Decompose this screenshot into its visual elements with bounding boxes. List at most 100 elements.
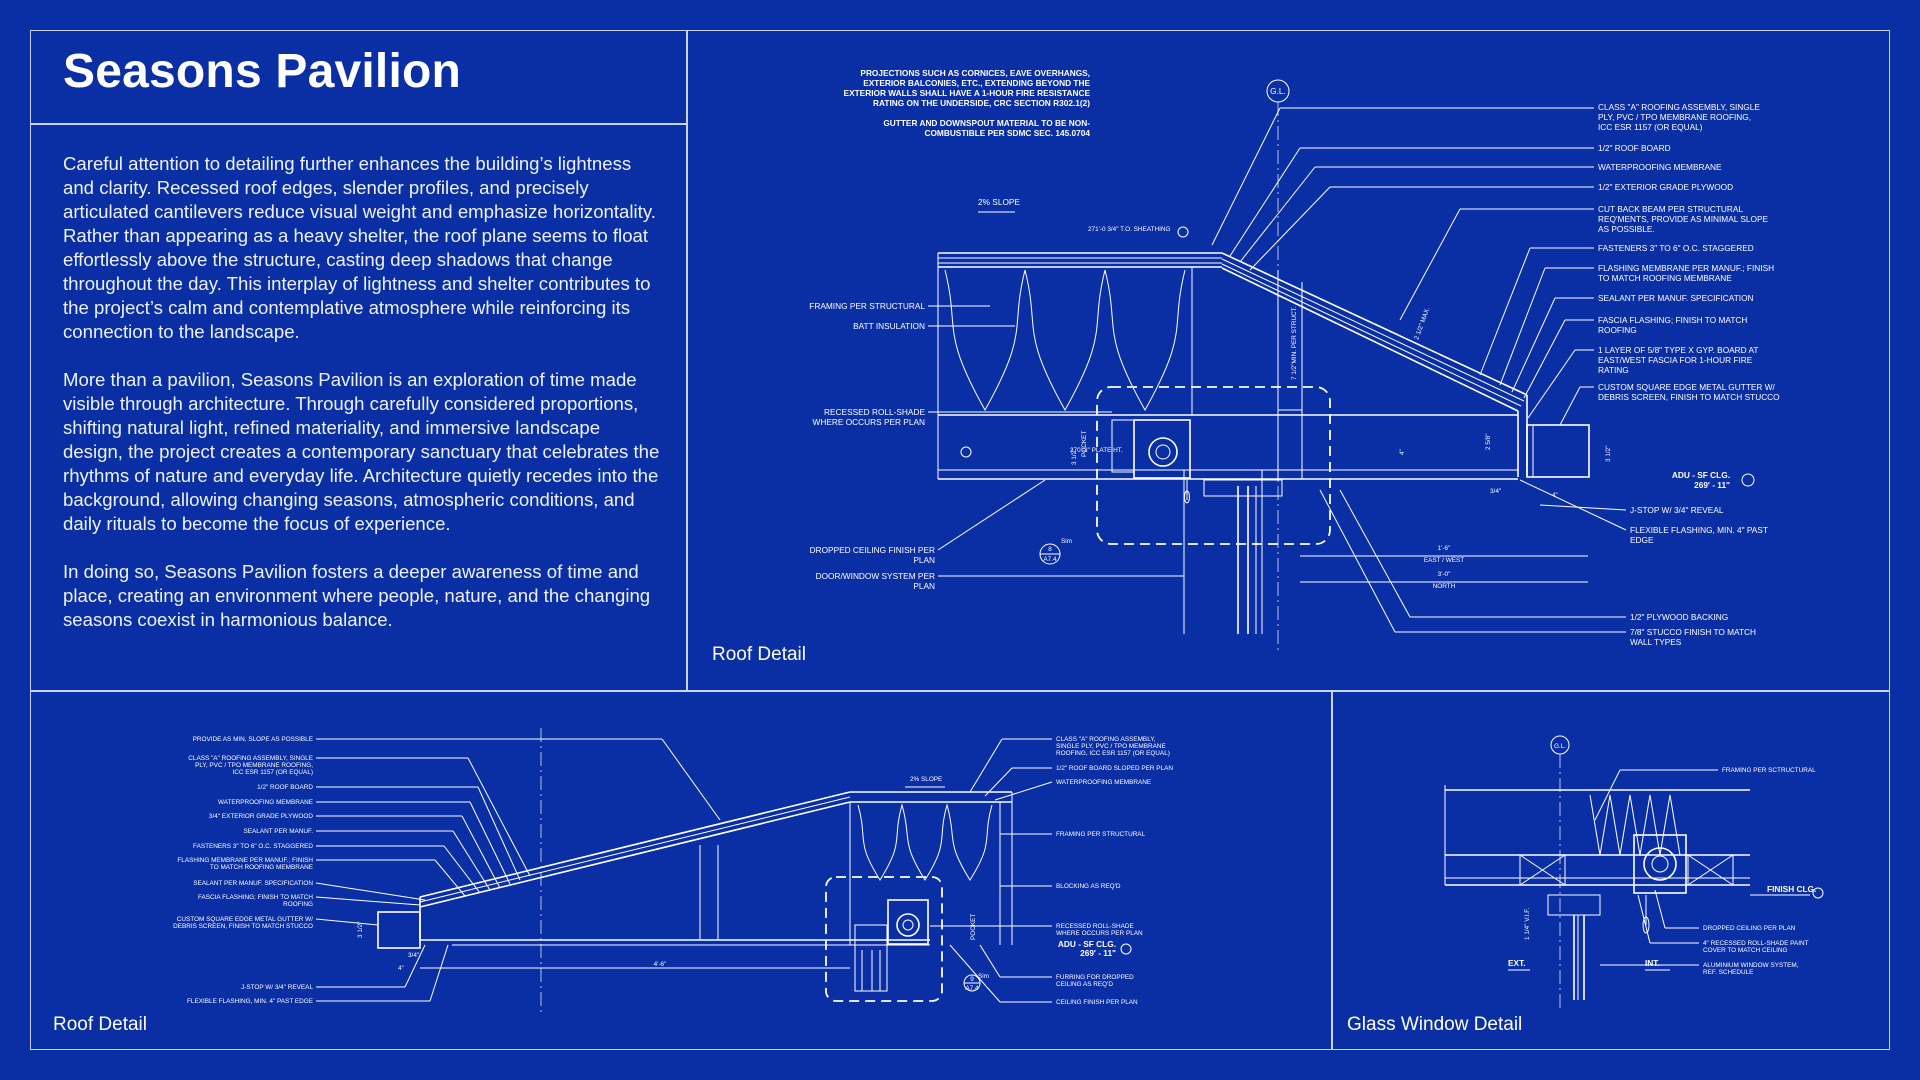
svg-text:DEBRIS SCREEN, FINISH TO MATCH: DEBRIS SCREEN, FINISH TO MATCH STUCCO <box>173 923 313 930</box>
svg-text:RECESSED ROLL-SHADE: RECESSED ROLL-SHADE <box>824 407 925 417</box>
svg-text:FRAMING PER SCTRUCTURAL: FRAMING PER SCTRUCTURAL <box>1722 767 1816 774</box>
window-frame <box>1183 470 1283 634</box>
svg-text:CUT BACK BEAM PER STRUCTURAL: CUT BACK BEAM PER STRUCTURAL <box>1598 204 1743 214</box>
code-note-line: EXTERIOR BALCONIES, ETC., EXTENDING BEYO… <box>863 78 1090 88</box>
panel-label-glass-window-detail: Glass Window Detail <box>1347 1014 1523 1035</box>
roof-assembly <box>419 791 1013 946</box>
int-label: INT. <box>1645 958 1660 968</box>
svg-text:J-STOP W/ 3/4" REVEAL: J-STOP W/ 3/4" REVEAL <box>1630 505 1724 515</box>
elevation-marker <box>1812 887 1824 899</box>
pocket-dimension: 3 1/2" <box>1071 449 1078 465</box>
svg-text:CLASS "A" ROOFING ASSEMBLY, SI: CLASS "A" ROOFING ASSEMBLY, SINGLE <box>1598 102 1760 112</box>
window-frame <box>1547 894 1601 1000</box>
svg-text:TO MATCH ROOFING MEMBRANE: TO MATCH ROOFING MEMBRANE <box>210 864 313 871</box>
svg-text:ROOFING: ROOFING <box>283 901 313 908</box>
svg-text:CLASS "A" ROOFING ASSEMBLY, SI: CLASS "A" ROOFING ASSEMBLY, SINGLE <box>188 755 313 762</box>
svg-text:FLEXIBLE FLASHING, MIN. 4" PAS: FLEXIBLE FLASHING, MIN. 4" PAST <box>1630 525 1768 535</box>
roll-shade-box <box>1633 834 1687 894</box>
svg-text:SEALANT PER MANUF. SPECIFICATI: SEALANT PER MANUF. SPECIFICATION <box>193 880 313 887</box>
grid-line-tag: G.L. <box>1554 743 1566 750</box>
svg-text:J-STOP W/ 3/4" REVEAL: J-STOP W/ 3/4" REVEAL <box>241 984 313 991</box>
sheathing-elevation: 271'-0 3/4" T.O. SHEATHING <box>1088 226 1170 233</box>
roll-shade-box <box>887 899 929 945</box>
window-callouts: FRAMING PER SCTRUCTURAL DROPPED CEILING … <box>1594 767 1816 976</box>
svg-text:DROPPED CEILING PER PLAN: DROPPED CEILING PER PLAN <box>1703 925 1796 932</box>
svg-text:WALL TYPES: WALL TYPES <box>1630 637 1682 647</box>
glass-window-detail-panel: G.L. <box>1332 691 1889 1049</box>
svg-text:ICC ESR 1157 (OR EQUAL): ICC ESR 1157 (OR EQUAL) <box>233 769 314 776</box>
dim-n-value: 3'-0" <box>1438 571 1451 578</box>
svg-text:FURRING FOR DROPPED: FURRING FOR DROPPED <box>1056 974 1134 981</box>
svg-text:PROVIDE AS MIN. SLOPE AS POSSI: PROVIDE AS MIN. SLOPE AS POSSIBLE <box>193 736 313 743</box>
svg-text:CEILING FINISH PER PLAN: CEILING FINISH PER PLAN <box>1056 999 1138 1006</box>
panel-label-roof-detail: Roof Detail <box>53 1014 147 1035</box>
svg-text:1/2" ROOF BOARD: 1/2" ROOF BOARD <box>1598 143 1671 153</box>
page-title: Seasons Pavilion <box>63 45 462 98</box>
svg-text:1 LAYER OF 5/8" TYPE X GYP. BO: 1 LAYER OF 5/8" TYPE X GYP. BOARD AT <box>1598 345 1759 355</box>
svg-text:CUSTOM SQUARE EDGE METAL GUTTE: CUSTOM SQUARE EDGE METAL GUTTER W/ <box>177 916 313 923</box>
right-callouts: CLASS "A" ROOFING ASSEMBLY, SINGLE PLY, … <box>930 736 1173 1006</box>
svg-text:WATERPROOFING MEMBRANE: WATERPROOFING MEMBRANE <box>1598 162 1722 172</box>
dim-3-4: 3/4" <box>1490 488 1501 495</box>
adu-ceiling-elevation: 269' - 11" <box>1080 948 1116 958</box>
section-tag-number: 8 <box>1048 546 1052 553</box>
roof-detail-top-panel: PROJECTIONS SUCH AS CORNICES, EAVE OVERH… <box>687 31 1889 690</box>
dim-4: 4" <box>398 965 404 972</box>
right-callouts: CLASS "A" ROOFING ASSEMBLY, SINGLE PLY, … <box>1211 102 1780 647</box>
svg-text:FRAMING PER STRUCTURAL: FRAMING PER STRUCTURAL <box>809 301 925 311</box>
svg-text:ROOFING: ROOFING <box>1598 325 1637 335</box>
svg-text:7/8" STUCCO FINISH TO MATCH: 7/8" STUCCO FINISH TO MATCH <box>1630 627 1756 637</box>
slope-label: 2% SLOPE <box>910 776 942 783</box>
glass-window-detail-drawing: G.L. <box>1444 735 1824 1012</box>
max-dimension: 2 1/2" MAX. <box>1413 306 1431 340</box>
svg-text:CUSTOM SQUARE EDGE METAL GUTTE: CUSTOM SQUARE EDGE METAL GUTTER W/ <box>1598 382 1776 392</box>
dim-2-5-8: 2 5/8" <box>1485 434 1492 450</box>
roll-shade-zone <box>1096 386 1331 545</box>
svg-text:3/4" EXTERIOR GRADE PLYWOOD: 3/4" EXTERIOR GRADE PLYWOOD <box>209 813 313 820</box>
svg-text:1/2" ROOF BOARD: 1/2" ROOF BOARD <box>257 784 313 791</box>
svg-text:ALUMINIUM WINDOW SYSTEM,: ALUMINIUM WINDOW SYSTEM, <box>1703 962 1799 969</box>
roll-shade-box <box>1133 419 1191 479</box>
elevation-marker <box>1177 226 1189 238</box>
section-tag-sheet: A7.4 <box>965 985 979 992</box>
svg-text:FASTENERS 3" TO 6" O.C. STAGGE: FASTENERS 3" TO 6" O.C. STAGGERED <box>1598 243 1754 253</box>
dim-n-label: NORTH <box>1433 583 1456 590</box>
svg-text:FASCIA FLASHING; FINISH TO MAT: FASCIA FLASHING; FINISH TO MATCH <box>1598 315 1747 325</box>
svg-text:SINGLE PLY, PVC / TPO MEMBRANE: SINGLE PLY, PVC / TPO MEMBRANE <box>1056 743 1166 750</box>
top-panel-divider <box>686 30 688 690</box>
svg-text:TO MATCH ROOFING MEMBRANE: TO MATCH ROOFING MEMBRANE <box>1598 273 1732 283</box>
code-note-line: PROJECTIONS SUCH AS CORNICES, EAVE OVERH… <box>860 68 1090 78</box>
svg-text:COVER TO MATCH CEILING: COVER TO MATCH CEILING <box>1703 947 1788 954</box>
window-frame <box>854 924 888 992</box>
dim-ew-label: EAST / WEST <box>1424 557 1464 564</box>
svg-text:REF. SCHEDULE: REF. SCHEDULE <box>1703 969 1753 976</box>
svg-text:FASCIA FLASHING; FINISH TO MAT: FASCIA FLASHING; FINISH TO MATCH <box>198 894 313 901</box>
section-tag-sheet: A7.4 <box>1043 556 1057 563</box>
svg-text:RATING: RATING <box>1598 365 1629 375</box>
roll-shade-drum <box>1643 847 1677 881</box>
roll-shade-drum <box>1148 437 1178 467</box>
svg-text:BLOCKING AS REQ'D: BLOCKING AS REQ'D <box>1056 883 1121 890</box>
blocking <box>1111 419 1135 473</box>
svg-text:EDGE: EDGE <box>1630 535 1654 545</box>
panel-label-roof-detail: Roof Detail <box>712 644 806 665</box>
svg-text:DROPPED CEILING FINISH PER: DROPPED CEILING FINISH PER <box>810 545 935 555</box>
metal-gutter <box>1526 424 1590 478</box>
middle-divider <box>30 690 1890 692</box>
dim-3-1-2: 3 1/2" <box>1605 446 1612 462</box>
roof-assembly <box>937 252 1528 480</box>
project-description: Careful attention to detailing further e… <box>63 152 663 656</box>
finish-ceiling-label: FINISH CLG. <box>1767 884 1816 894</box>
roof-detail-bottom-panel: 2% SLOPE <box>31 691 1331 1049</box>
svg-text:PLAN: PLAN <box>913 581 935 591</box>
svg-text:RECESSED ROLL-SHADE: RECESSED ROLL-SHADE <box>1056 923 1134 930</box>
svg-text:PLAN: PLAN <box>913 555 935 565</box>
left-callouts: FRAMING PER STRUCTURAL BATT INSULATION R… <box>809 301 1184 591</box>
slope-label: 2% SLOPE <box>978 197 1020 207</box>
svg-text:REQ'MENTS, PROVIDE AS MINIMAL: REQ'MENTS, PROVIDE AS MINIMAL SLOPE <box>1598 214 1768 224</box>
svg-text:WHERE OCCURS PER PLAN: WHERE OCCURS PER PLAN <box>1056 930 1143 937</box>
roll-shade-drum <box>896 913 920 937</box>
code-note-line: GUTTER AND DOWNSPOUT MATERIAL TO BE NON- <box>883 118 1090 128</box>
ext-label: EXT. <box>1508 958 1526 968</box>
svg-text:AS POSSIBLE.: AS POSSIBLE. <box>1598 224 1655 234</box>
